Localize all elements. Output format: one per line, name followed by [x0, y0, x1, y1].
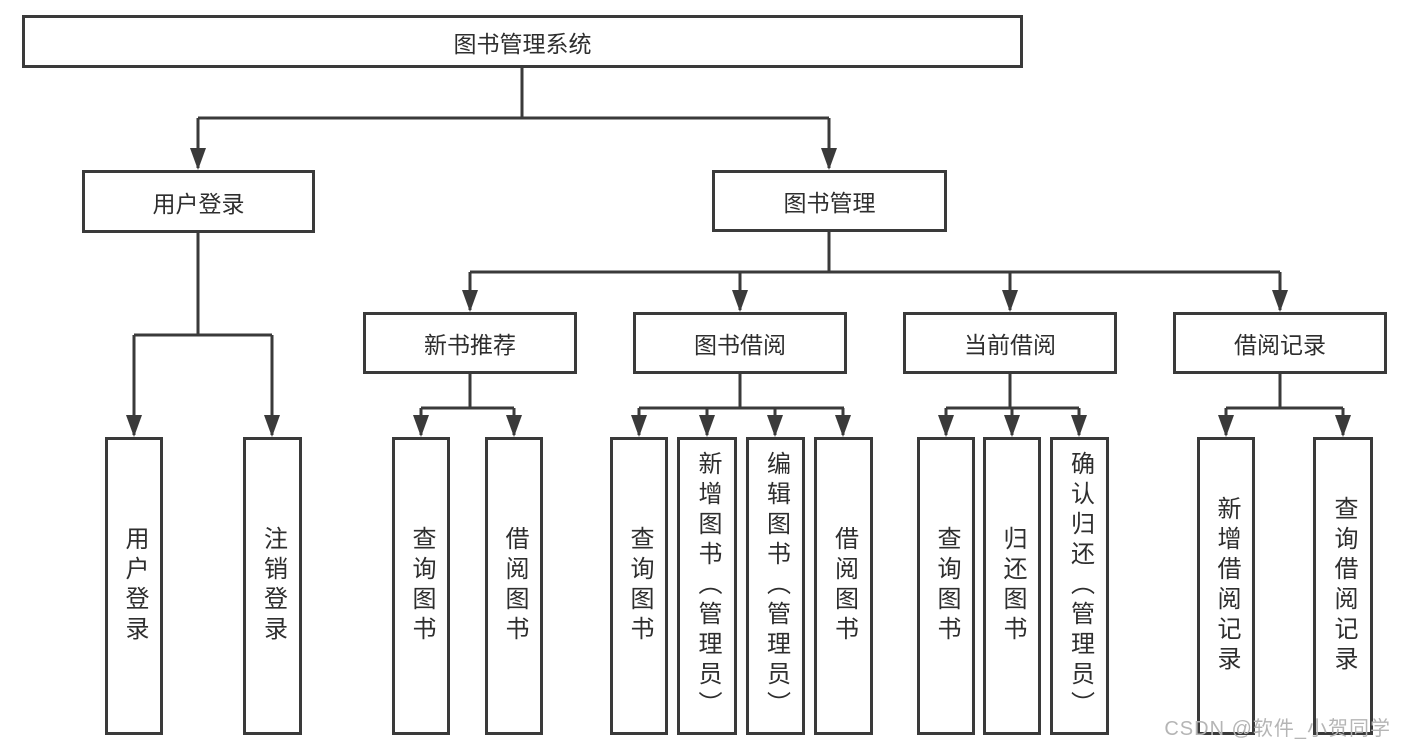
node-library-management-system: 图书管理系统 [22, 15, 1023, 68]
node-label: 借阅记录 [1234, 332, 1326, 358]
leaf-query-books-recommend: 查询图书 [392, 437, 450, 735]
leaf-label: 借阅图书 [830, 526, 858, 646]
leaf-user-login: 用户登录 [105, 437, 163, 735]
leaf-add-books-admin: 新增图书（管理员） [677, 437, 737, 735]
leaf-edit-books-admin: 编辑图书（管理员） [746, 437, 805, 735]
node-borrowing-records: 借阅记录 [1173, 312, 1387, 374]
node-label: 用户登录 [152, 190, 245, 217]
node-label: 图书管理 [783, 190, 876, 216]
node-label: 图书管理系统 [453, 30, 592, 57]
leaf-label: 新增借阅记录 [1213, 496, 1240, 676]
leaf-label: 注销登录 [259, 526, 287, 646]
leaf-label: 查询借阅记录 [1330, 496, 1357, 676]
leaf-label: 用户登录 [121, 526, 148, 646]
leaf-return-books: 归还图书 [983, 437, 1041, 735]
node-book-management: 图书管理 [712, 170, 947, 232]
leaf-logout: 注销登录 [243, 437, 302, 735]
leaf-confirm-return-admin: 确认归还（管理员） [1050, 437, 1109, 735]
leaf-label: 归还图书 [999, 526, 1026, 646]
node-new-book-recommend: 新书推荐 [363, 312, 577, 374]
leaf-query-books-borrowing: 查询图书 [610, 437, 668, 735]
leaf-query-books-current: 查询图书 [917, 437, 975, 735]
leaf-label: 查询图书 [408, 526, 435, 646]
leaf-label: 查询图书 [626, 526, 653, 646]
leaf-query-borrow-record: 查询借阅记录 [1313, 437, 1373, 735]
leaf-label: 新增图书（管理员） [694, 451, 721, 721]
node-label: 新书推荐 [424, 332, 516, 358]
node-book-borrowing: 图书借阅 [633, 312, 847, 374]
node-label: 当前借阅 [964, 332, 1056, 358]
leaf-label: 借阅图书 [501, 526, 528, 646]
leaf-borrow-books: 借阅图书 [814, 437, 873, 735]
leaf-add-borrow-record: 新增借阅记录 [1197, 437, 1255, 735]
node-label: 图书借阅 [694, 332, 786, 358]
leaf-label: 编辑图书（管理员） [762, 451, 790, 721]
csdn-watermark: CSDN @软件_小贺同学 [1164, 718, 1391, 740]
leaf-label: 确认归还（管理员） [1066, 451, 1094, 721]
node-current-borrowing: 当前借阅 [903, 312, 1117, 374]
node-user-login: 用户登录 [82, 170, 315, 233]
leaf-borrow-books-recommend: 借阅图书 [485, 437, 543, 735]
leaf-label: 查询图书 [933, 526, 960, 646]
